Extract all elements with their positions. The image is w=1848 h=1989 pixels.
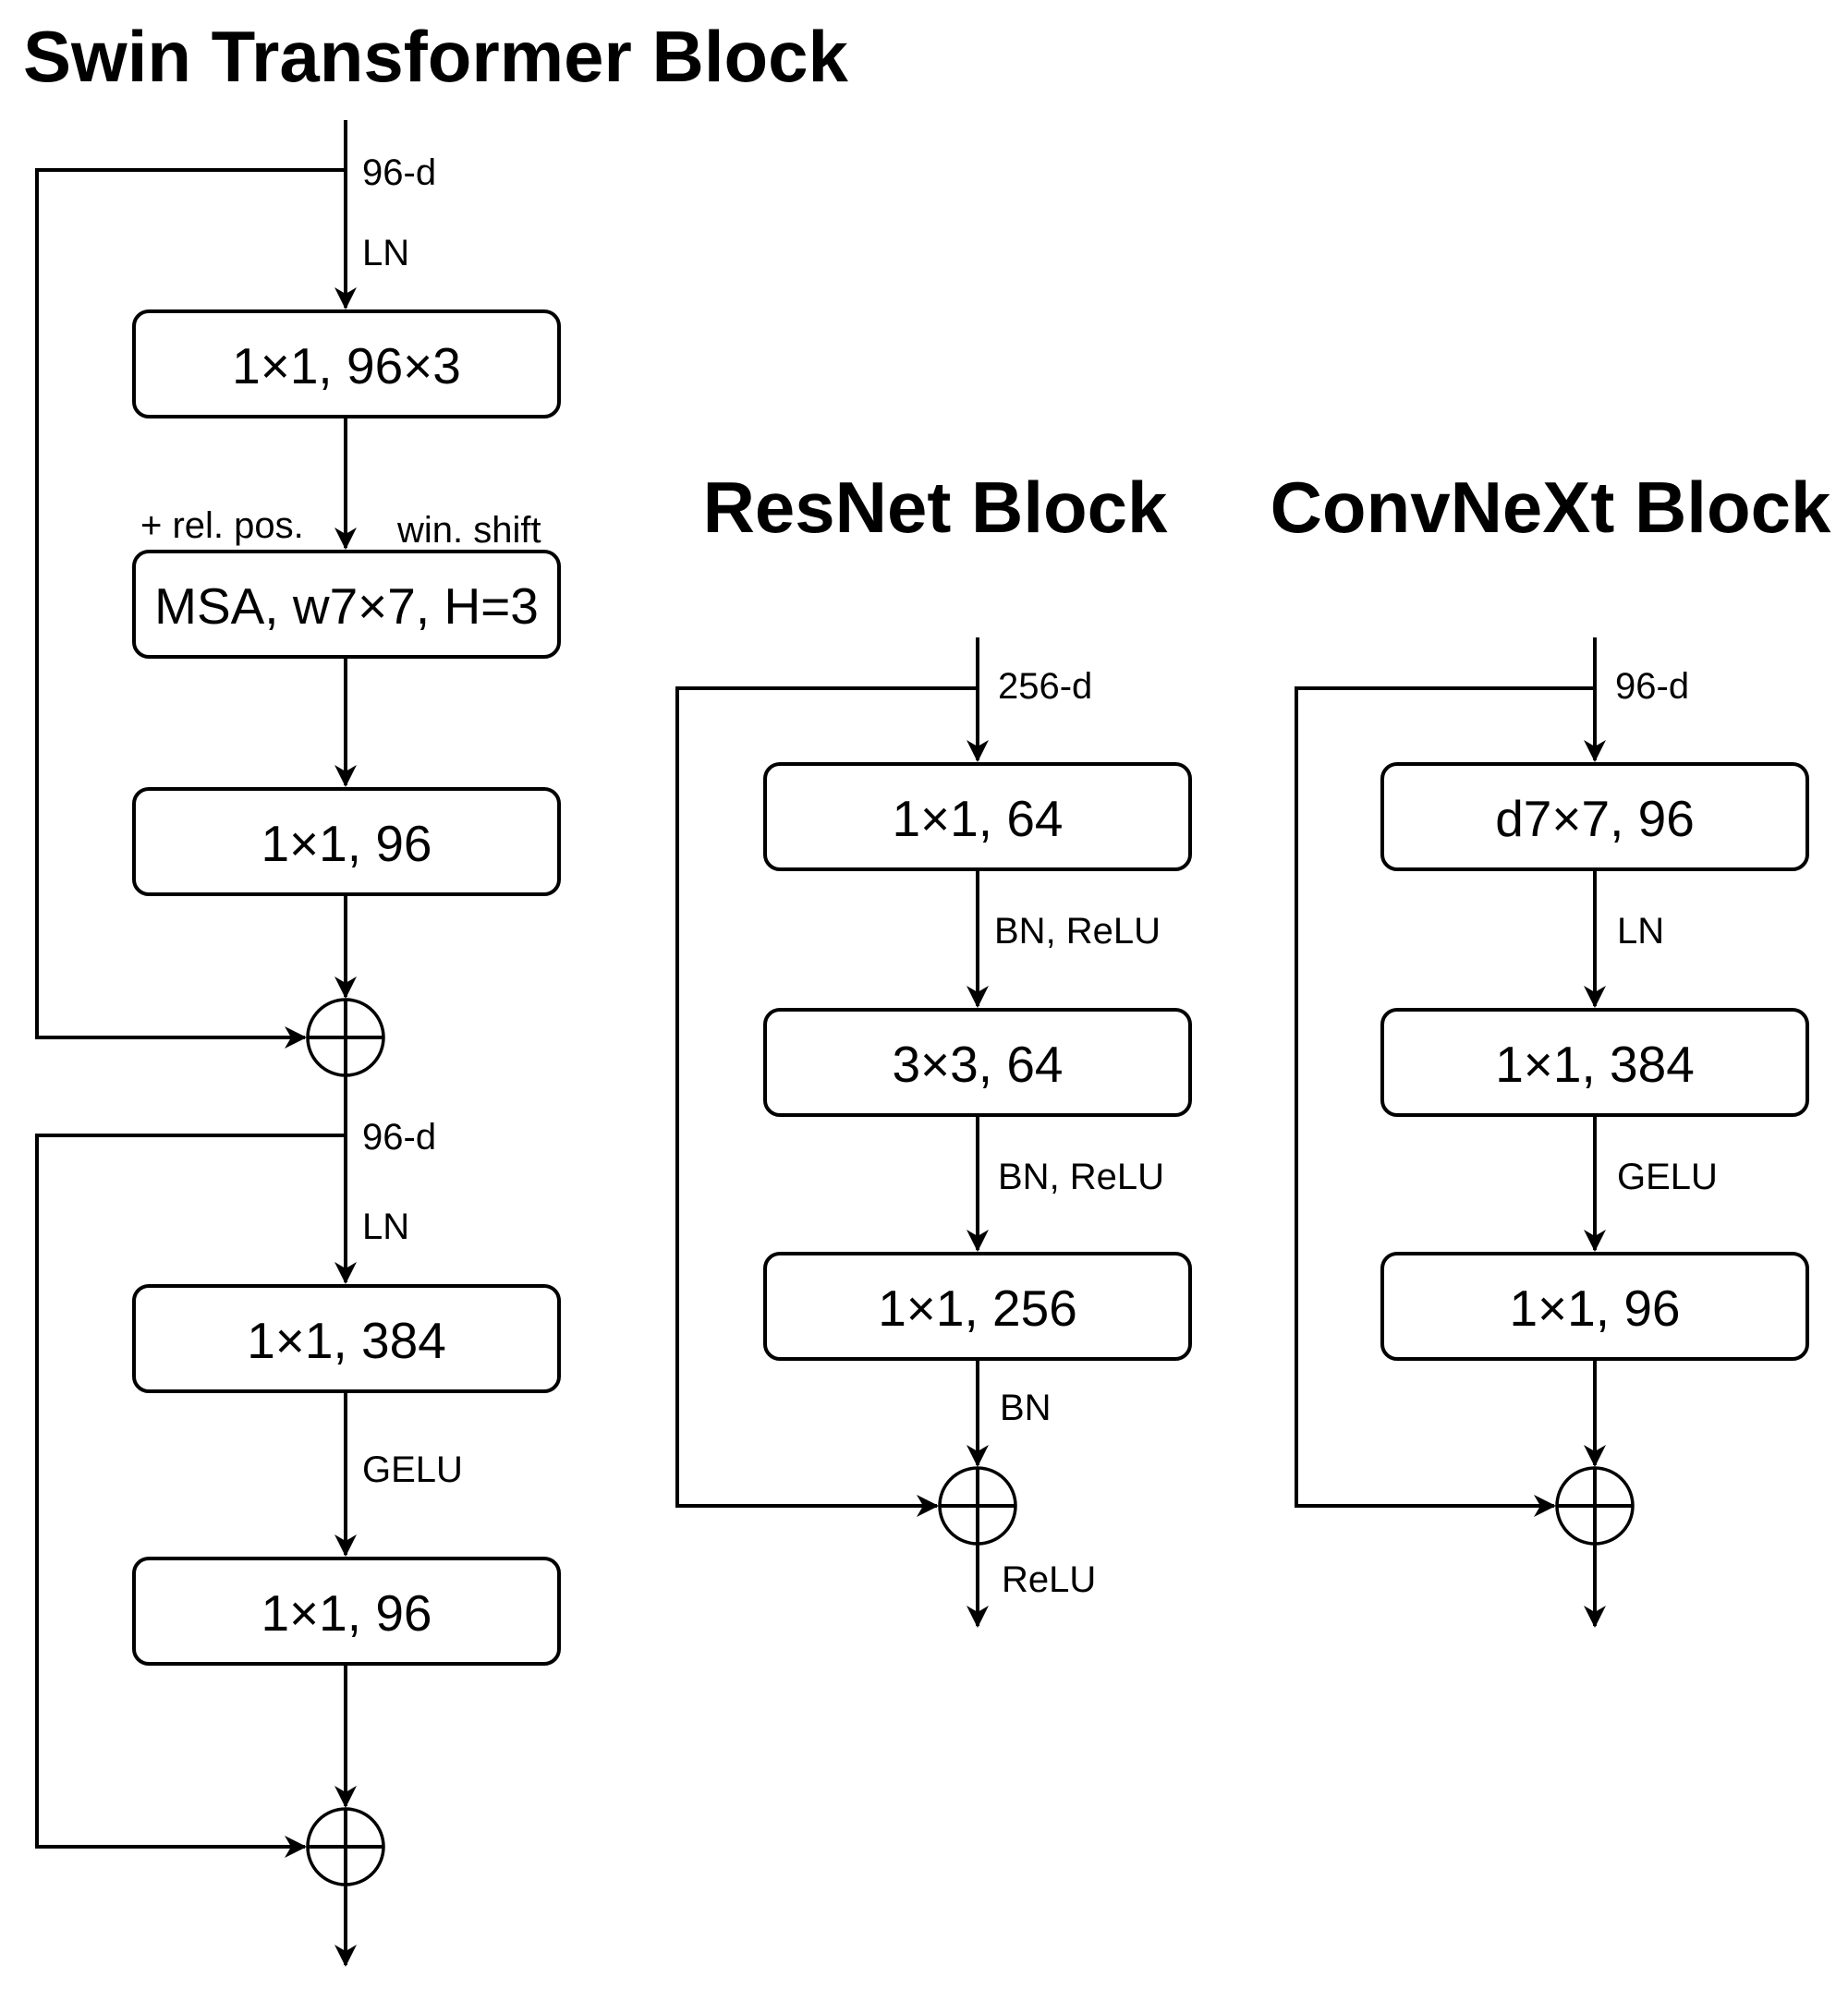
convnext-dim-label: 96-d — [1615, 666, 1689, 707]
swin-qkv-box-label: 1×1, 96×3 — [232, 337, 461, 394]
swin-mlp2-box-label: 1×1, 96 — [261, 1584, 432, 1642]
resnet-relu-label: ReLU — [1002, 1559, 1096, 1600]
convnext-block: ConvNeXt Block 96-d d7×7, 96 LN 1×1, 384… — [1270, 467, 1831, 1628]
resnet-box-2-label: 3×3, 64 — [892, 1036, 1063, 1093]
resnet-box-3-label: 1×1, 256 — [878, 1280, 1077, 1337]
swin-ln1-label: LN — [362, 233, 409, 273]
swin-mlp1-box-label: 1×1, 384 — [247, 1312, 446, 1369]
swin-add-node-2 — [306, 1807, 385, 1886]
resnet-act-2-label: BN, ReLU — [998, 1157, 1164, 1197]
convnext-gelu-label: GELU — [1617, 1157, 1718, 1197]
convnext-box-3-label: 1×1, 96 — [1509, 1280, 1680, 1337]
convnext-title: ConvNeXt Block — [1270, 467, 1831, 548]
swin-title: Swin Transformer Block — [23, 16, 849, 97]
resnet-act-1-label: BN, ReLU — [994, 911, 1161, 952]
swin-transformer-block: Swin Transformer Block 96-d LN 1×1, 96×3… — [23, 16, 849, 1967]
convnext-box-1-label: d7×7, 96 — [1495, 790, 1695, 847]
swin-proj-box-label: 1×1, 96 — [261, 815, 432, 872]
swin-skip-connection-1 — [35, 168, 346, 1049]
convnext-ln-label: LN — [1617, 911, 1664, 952]
resnet-block: ResNet Block 256-d 1×1, 64 BN, ReLU 3×3,… — [675, 467, 1192, 1628]
swin-add-node-1 — [306, 998, 385, 1077]
resnet-title: ResNet Block — [703, 467, 1168, 548]
swin-skip-connection-2 — [35, 1134, 346, 1858]
swin-dim-top-label: 96-d — [362, 152, 436, 193]
swin-dim-mid-label: 96-d — [362, 1117, 436, 1158]
resnet-bn-label: BN — [1000, 1388, 1052, 1428]
resnet-box-1-label: 1×1, 64 — [892, 790, 1063, 847]
convnext-skip-connection — [1295, 686, 1595, 1517]
resnet-skip-connection — [675, 686, 978, 1517]
swin-msa-box-label: MSA, w7×7, H=3 — [154, 577, 539, 635]
swin-ln2-label: LN — [362, 1207, 409, 1247]
resnet-dim-label: 256-d — [998, 666, 1092, 707]
swin-gelu-label: GELU — [362, 1449, 463, 1490]
convnext-box-2-label: 1×1, 384 — [1495, 1036, 1695, 1093]
resnet-add-node — [938, 1466, 1017, 1546]
convnext-add-node — [1555, 1466, 1635, 1546]
swin-win-shift-label: win. shift — [396, 510, 541, 551]
swin-rel-pos-label: + rel. pos. — [140, 505, 304, 546]
